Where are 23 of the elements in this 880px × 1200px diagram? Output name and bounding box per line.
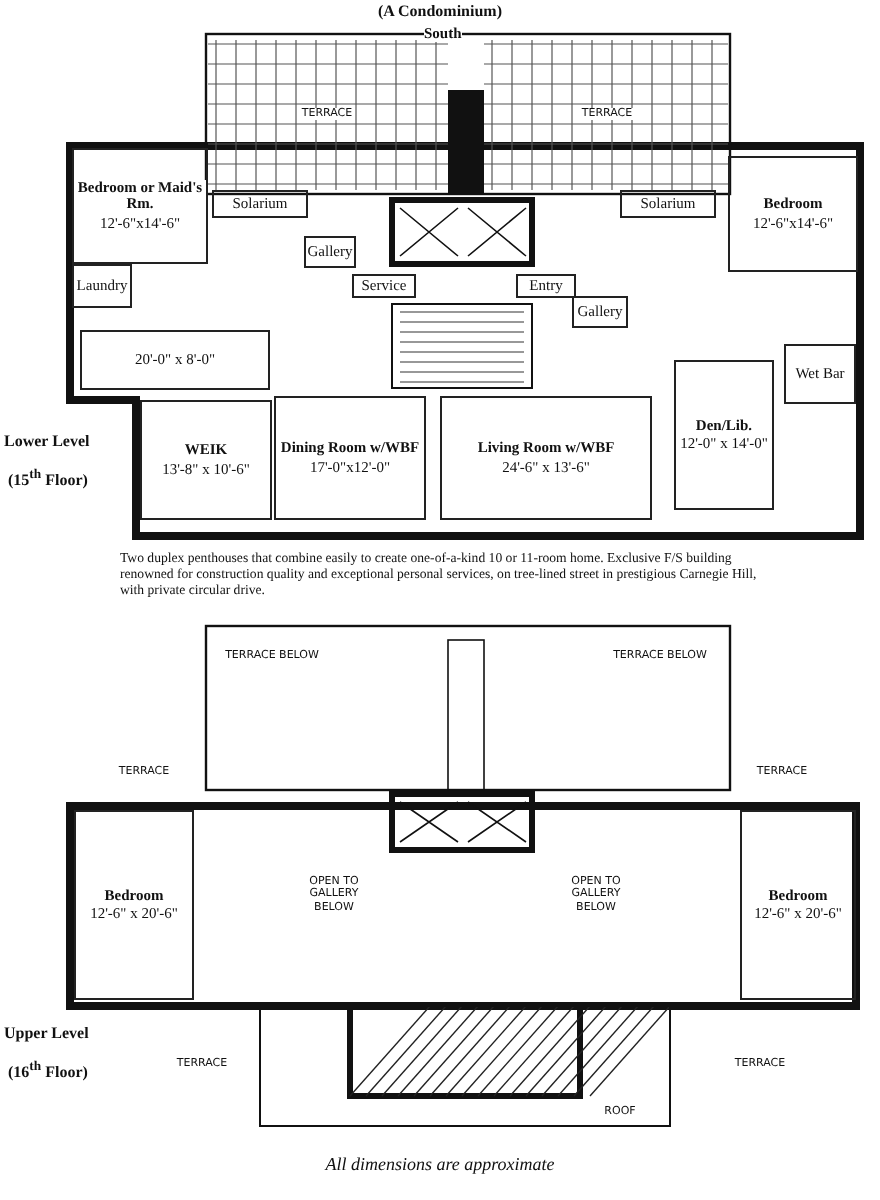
room-area — [74, 810, 194, 1000]
caption: All dimensions are approximate — [322, 1154, 557, 1176]
room-area — [728, 156, 858, 272]
floor-label: (15$^{th}$ Floor) — [8, 468, 90, 491]
room-area — [352, 274, 416, 298]
level-label: Lower Level — [4, 432, 92, 452]
floor-label: (16$^{th}$ Floor) — [8, 1060, 90, 1083]
room-area — [516, 274, 576, 298]
room-area — [674, 360, 774, 510]
room-area — [740, 810, 856, 1000]
room-area — [212, 190, 308, 218]
room-area — [620, 190, 716, 218]
room-area — [274, 396, 426, 520]
room-area — [440, 396, 652, 520]
subtitle: (A Condominium) — [375, 2, 504, 22]
room-area — [80, 330, 270, 390]
room-area — [572, 296, 628, 328]
room-area — [304, 236, 356, 268]
level-label: Upper Level — [4, 1024, 91, 1044]
room-area — [72, 148, 208, 264]
room-area — [784, 344, 856, 404]
room-area — [140, 400, 272, 520]
room-area — [72, 264, 132, 308]
